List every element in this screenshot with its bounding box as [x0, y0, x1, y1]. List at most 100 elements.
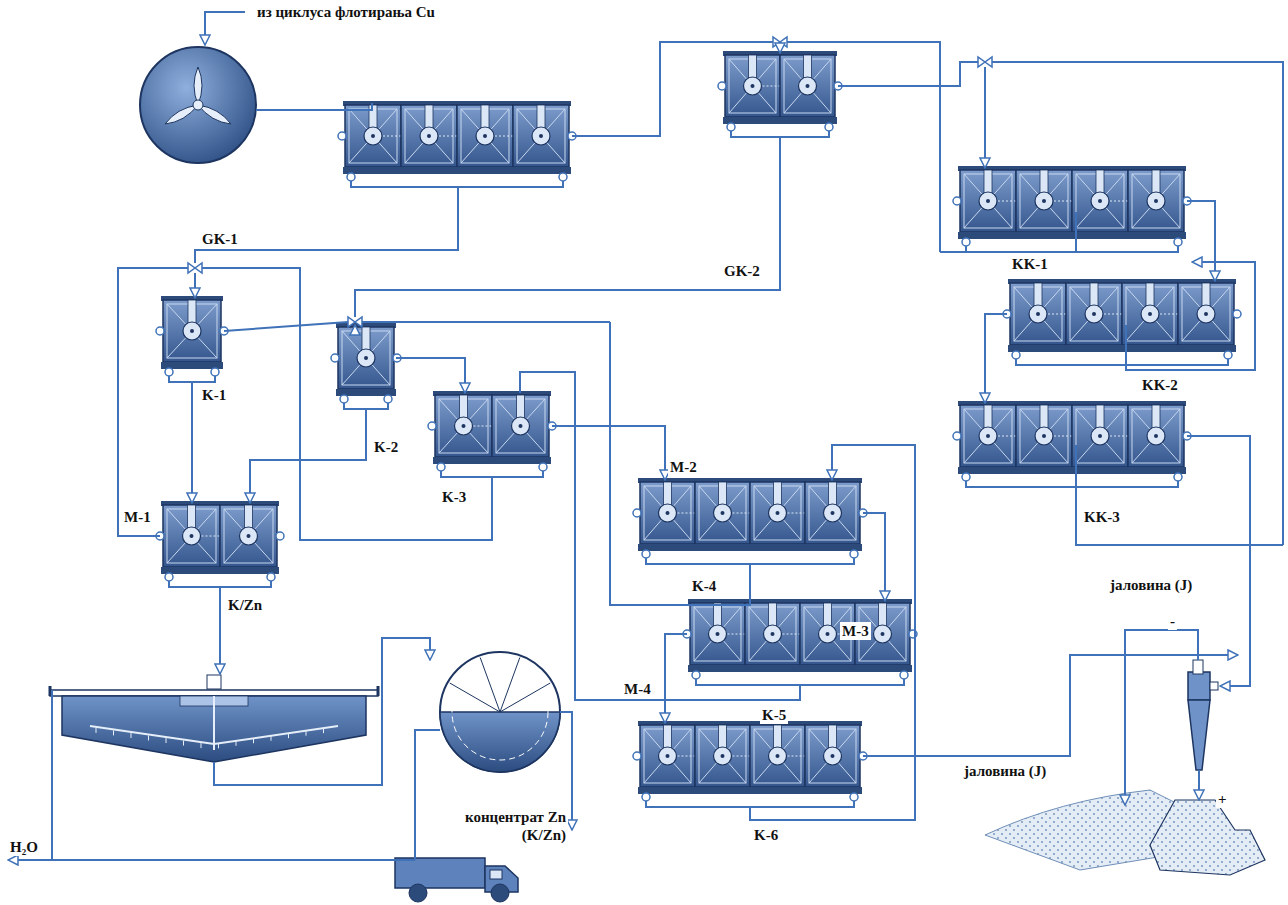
flow-line: [205, 12, 245, 45]
impeller-shaft: [664, 482, 672, 505]
impeller-hub: [539, 134, 543, 138]
impeller-hub: [776, 754, 780, 758]
rake-blade: [166, 738, 167, 743]
bank-base: [958, 232, 1186, 239]
stream-label: K-4: [690, 577, 718, 595]
impeller-hub: [190, 534, 194, 538]
impeller-hub: [806, 84, 810, 88]
discharge: [559, 173, 567, 181]
flotation-cell: [220, 505, 277, 567]
stream-label: KK-2: [1140, 376, 1180, 394]
feed-label: из циклуса флотирања Cu: [255, 3, 437, 21]
flow-line: [838, 62, 978, 86]
flotation-cell: [492, 395, 549, 457]
impeller-hub: [716, 632, 720, 636]
underflow-loop: [646, 554, 854, 564]
underflow-loop: [441, 467, 543, 477]
flow-line: [362, 321, 610, 323]
impeller-shaft: [719, 482, 727, 505]
impeller-hub: [1154, 199, 1158, 203]
flotation-bank: [718, 51, 842, 137]
underflow-loop: [646, 797, 854, 807]
thickener-shaft: [213, 696, 215, 750]
drum-sector: [500, 657, 520, 712]
impeller-hub: [193, 100, 203, 110]
discharge: [1224, 351, 1232, 359]
impeller-blade: [194, 67, 202, 105]
flow-line: [984, 67, 986, 168]
flow-line: [1187, 201, 1215, 281]
water-label: H₂O: [8, 838, 40, 856]
impeller: [769, 504, 787, 522]
impeller: [1197, 305, 1215, 323]
rake-blade: [218, 743, 219, 748]
flow-line: [985, 314, 1007, 403]
impeller: [512, 417, 530, 435]
impeller-shaft: [824, 603, 832, 626]
impeller-shaft: [1034, 283, 1042, 306]
underflow-loop: [696, 675, 904, 685]
impeller: [714, 504, 732, 522]
impeller-hub: [371, 134, 375, 138]
bank-base: [958, 467, 1186, 474]
impeller: [764, 625, 782, 643]
impeller-shaft: [804, 55, 812, 78]
flow-line: [779, 47, 781, 53]
impeller-shaft: [829, 482, 837, 505]
truck-wheel: [409, 884, 427, 902]
flotation-bank: [683, 599, 917, 685]
impeller-hub: [1042, 434, 1046, 438]
flow-line: [1126, 262, 1255, 370]
flow-line: [552, 426, 665, 480]
flotation-bank: [953, 166, 1191, 252]
bank-base: [688, 665, 912, 672]
bank-base: [1008, 345, 1236, 352]
flow-line: [665, 634, 687, 723]
discharge: [642, 793, 650, 801]
rake-blade: [236, 741, 237, 746]
discharge: [165, 368, 173, 376]
drum-sector: [450, 683, 500, 712]
cyclone-underflow-sign: +: [1216, 790, 1229, 808]
flotation-cell: [513, 105, 569, 167]
overflow-lip: [331, 354, 339, 362]
flow-line: [191, 382, 193, 503]
impeller-hub: [721, 511, 725, 515]
impeller: [532, 127, 550, 145]
underflow-loop: [344, 399, 388, 409]
flow-line: [51, 690, 53, 860]
rake-blade: [271, 736, 272, 741]
impeller-hub: [666, 511, 670, 515]
impeller: [1141, 305, 1159, 323]
flow-line: [863, 513, 885, 601]
impeller-shaft: [1096, 170, 1104, 193]
rake-blade: [131, 733, 132, 738]
bank-base: [161, 567, 279, 574]
impeller: [357, 349, 375, 367]
flotation-bank: [156, 501, 284, 587]
impeller: [979, 427, 997, 445]
impeller: [799, 77, 817, 95]
flotation-cell: [163, 300, 221, 362]
impeller-shaft: [537, 105, 545, 128]
discharge: [962, 473, 970, 481]
impeller: [769, 747, 787, 765]
thickener-tank: [62, 696, 366, 762]
impeller-hub: [427, 134, 431, 138]
stream-label: KK-1: [1010, 255, 1050, 273]
overflow-lip: [953, 432, 961, 440]
impeller-hub: [247, 534, 251, 538]
stream-label: K-2: [372, 438, 400, 456]
truck-wheel: [491, 884, 509, 902]
impeller-shaft: [829, 725, 837, 748]
impeller-blade: [198, 105, 231, 124]
rake-blade: [96, 728, 97, 733]
impeller-shaft: [425, 105, 433, 128]
flotation-cell: [805, 482, 860, 544]
flow-line: [224, 322, 348, 331]
bank-base: [638, 787, 862, 794]
impeller-hub: [1148, 312, 1152, 316]
impeller-hub: [831, 754, 835, 758]
impeller-shaft: [1040, 405, 1048, 428]
filter-trough: [440, 712, 560, 772]
